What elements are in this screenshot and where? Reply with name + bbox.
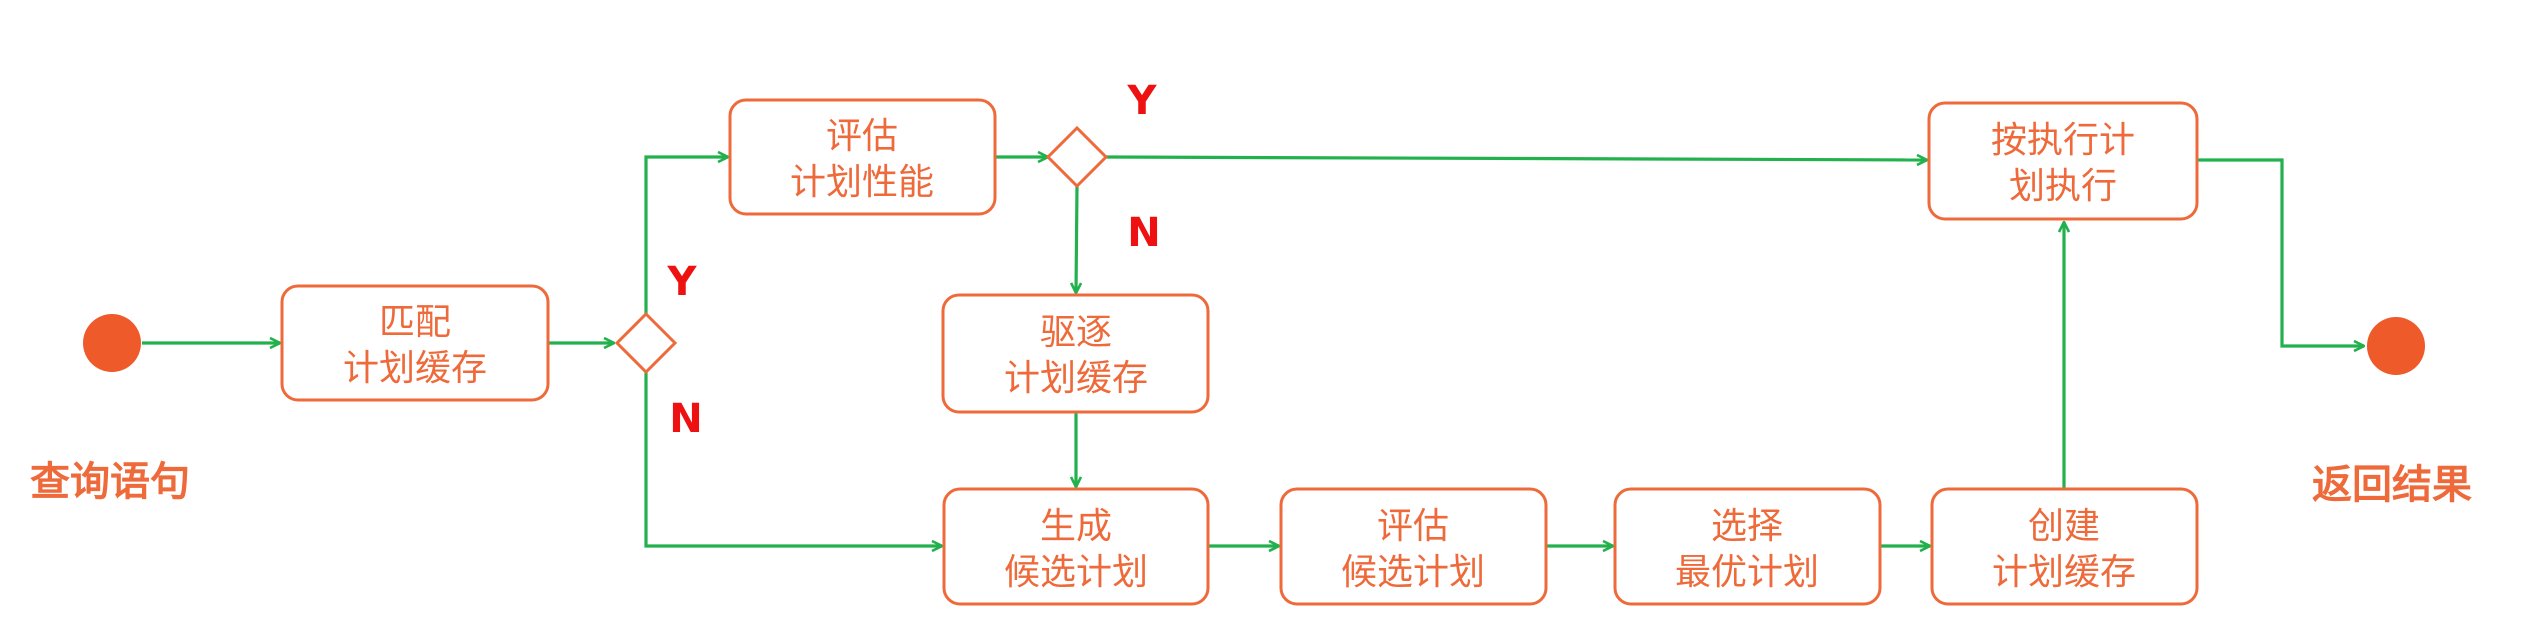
- node-create-cache-line1: 创建: [2028, 506, 2100, 547]
- node-eval-candidates: 评估 候选计划: [1279, 487, 1548, 606]
- node-eval-candidates-line2: 候选计划: [1341, 552, 1485, 593]
- node-match-cache: 匹配 计划缓存: [280, 284, 550, 402]
- end-label: 返回结果: [2312, 462, 2472, 508]
- node-generate-candidates-line2: 候选计划: [1004, 552, 1148, 593]
- edges: [142, 157, 2364, 546]
- end-node: [2367, 317, 2425, 375]
- edge-decision2-no-to-evict: [1076, 185, 1077, 293]
- edge-execute-to-end: [2197, 158, 2364, 346]
- branch-label-d1-yes: Y: [667, 259, 698, 305]
- node-execute-plan-line1: 按执行计: [1991, 120, 2135, 161]
- node-evict-cache: 驱逐 计划缓存: [941, 293, 1210, 414]
- node-generate-candidates: 生成 候选计划: [942, 487, 1210, 606]
- branch-label-d1-no: N: [669, 396, 702, 442]
- node-create-cache-line2: 计划缓存: [1992, 552, 2136, 593]
- decision-perf-ok: [1045, 125, 1109, 189]
- node-eval-candidates-line1: 评估: [1377, 506, 1449, 547]
- node-evict-cache-line2: 计划缓存: [1004, 358, 1148, 399]
- node-select-best: 选择 最优计划: [1613, 487, 1882, 606]
- node-eval-perf: 评估 计划性能: [728, 98, 997, 216]
- node-select-best-line1: 选择: [1711, 506, 1783, 547]
- branch-label-d2-no: N: [1127, 210, 1160, 256]
- node-generate-candidates-line1: 生成: [1040, 506, 1112, 547]
- edge-decision2-yes-to-execute: [1105, 157, 1927, 160]
- node-match-cache-line2: 计划缓存: [343, 348, 487, 389]
- node-execute-plan: 按执行计 划执行: [1927, 101, 2199, 221]
- branch-label-d2-yes: Y: [1127, 78, 1158, 124]
- node-create-cache: 创建 计划缓存: [1930, 487, 2199, 606]
- edge-decision1-no-to-generate: [644, 372, 942, 546]
- node-eval-perf-line1: 评估: [826, 116, 898, 157]
- node-execute-plan-line2: 划执行: [2009, 166, 2117, 207]
- start-node: [83, 314, 141, 372]
- node-select-best-line2: 最优计划: [1675, 552, 1819, 593]
- edge-decision1-yes-to-eval-perf: [644, 157, 728, 314]
- node-match-cache-line1: 匹配: [379, 302, 451, 343]
- decision-cache-hit: [614, 311, 678, 375]
- start-label: 查询语句: [30, 459, 190, 505]
- node-evict-cache-line1: 驱逐: [1040, 312, 1112, 353]
- node-eval-perf-line2: 计划性能: [790, 162, 934, 203]
